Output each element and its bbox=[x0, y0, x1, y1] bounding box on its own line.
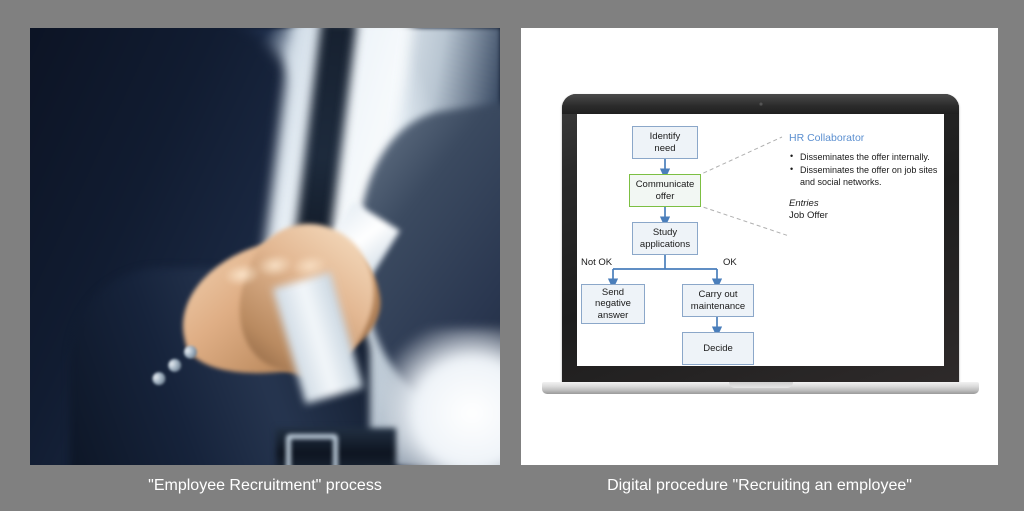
laptop-base bbox=[542, 382, 979, 394]
photo-highlight bbox=[382, 328, 500, 465]
laptop-screen: Identify need Communicate offer Study ap… bbox=[577, 114, 944, 366]
callout-entries-label: Entries bbox=[789, 197, 819, 209]
callout-panel: HR Collaborator Disseminates the offer i… bbox=[789, 132, 939, 222]
callout-entries-value: Job Offer bbox=[789, 209, 828, 221]
handshake-photo bbox=[30, 28, 500, 465]
flow-node-study[interactable]: Study applications bbox=[632, 222, 698, 255]
webcam-icon bbox=[758, 102, 763, 106]
photo-belt-buckle bbox=[286, 434, 338, 465]
slide-panel: Identify need Communicate offer Study ap… bbox=[521, 28, 998, 465]
caption-left: "Employee Recruitment" process bbox=[148, 477, 382, 494]
callout-bullet-item: Disseminates the offer internally. bbox=[789, 151, 939, 163]
callout-bullet-list: Disseminates the offer internally. Disse… bbox=[789, 151, 939, 188]
caption-right: Digital procedure "Recruiting an employe… bbox=[607, 477, 912, 494]
flowchart-connectors bbox=[607, 136, 790, 338]
edge-label-ok: OK bbox=[723, 257, 737, 268]
flow-node-decide[interactable]: Decide bbox=[682, 332, 754, 365]
callout-bullet-item: Disseminates the offer on job sites and … bbox=[789, 164, 939, 188]
photo-layers bbox=[30, 28, 500, 465]
flow-node-identify[interactable]: Identify need bbox=[632, 126, 698, 159]
laptop-mockup: Identify need Communicate offer Study ap… bbox=[542, 94, 979, 414]
laptop-bezel bbox=[562, 94, 959, 114]
laptop-lid: Identify need Communicate offer Study ap… bbox=[562, 94, 959, 386]
flow-node-carry-out-maintenance[interactable]: Carry out maintenance bbox=[682, 284, 754, 317]
flow-node-send-negative-answer[interactable]: Send negative answer bbox=[581, 284, 645, 324]
callout-title: HR Collaborator bbox=[789, 132, 865, 144]
flowchart: Identify need Communicate offer Study ap… bbox=[577, 114, 944, 366]
laptop-notch bbox=[728, 382, 793, 388]
edge-label-not-ok: Not OK bbox=[581, 257, 613, 268]
flow-node-communicate[interactable]: Communicate offer bbox=[629, 174, 701, 207]
